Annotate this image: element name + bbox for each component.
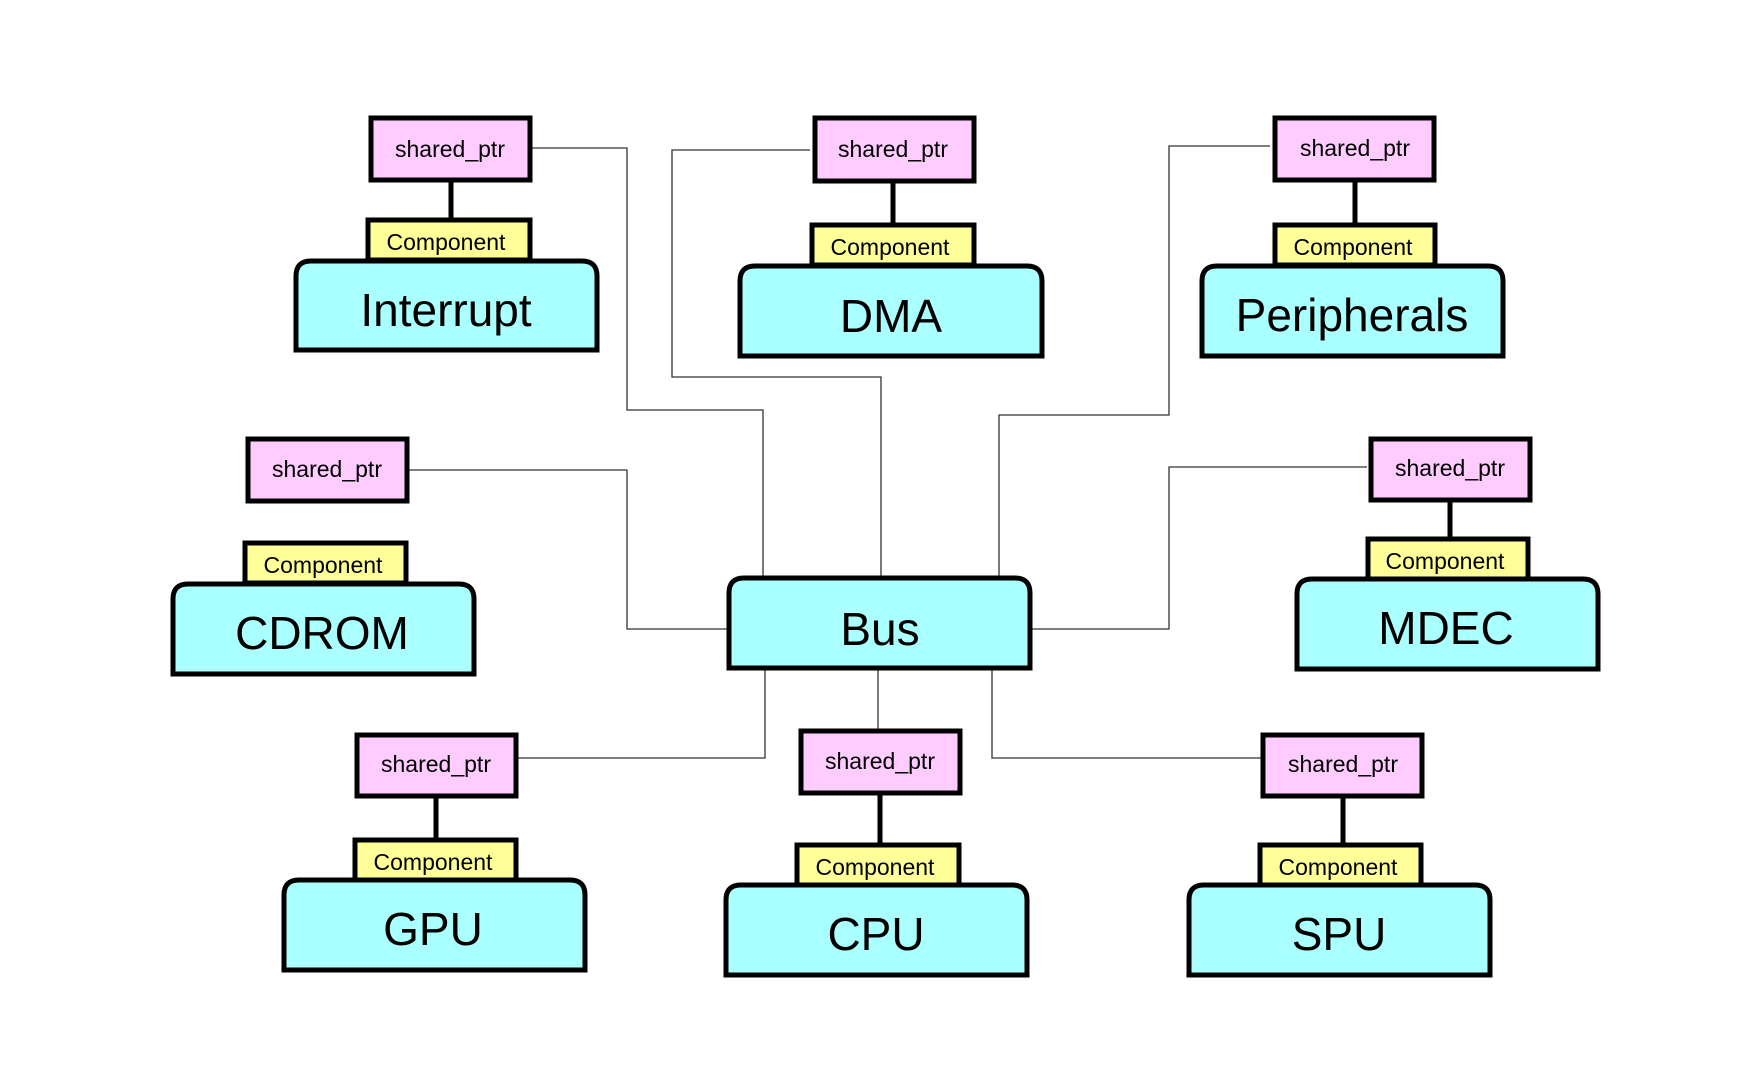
connector-peripherals [998, 145, 1270, 578]
component-label-cpu: Component [816, 854, 936, 880]
main-label-dma: DMA [840, 290, 943, 342]
shared-ptr-box-spu [1260, 732, 1425, 799]
connectors [407, 145, 1367, 759]
shared-ptr-box-mdec [1368, 436, 1533, 503]
component-label-gpu: Component [374, 849, 494, 875]
main-label-bus: Bus [840, 603, 919, 655]
node-spu: shared_ptr Component SPU [1186, 732, 1493, 978]
component-tab-dma [809, 222, 977, 268]
component-tab-mdec [1365, 536, 1531, 582]
component-tab-cpu [794, 842, 962, 888]
shared-ptr-box-interrupt [368, 115, 533, 183]
shared-ptr-box-cdrom [245, 436, 410, 504]
shared-ptr-label-cpu: shared_ptr [825, 748, 935, 774]
main-box-cdrom [170, 581, 477, 677]
main-label-spu: SPU [1292, 908, 1387, 960]
main-box-bus [726, 575, 1033, 671]
node-cdrom: shared_ptr Component CDROM [170, 436, 477, 677]
connector-interrupt [530, 147, 764, 578]
shared-ptr-box-cpu [798, 728, 963, 796]
connector-spu [991, 668, 1263, 759]
shared-ptr-label-interrupt: shared_ptr [395, 136, 505, 162]
main-box-spu [1186, 882, 1493, 978]
shared-ptr-label-dma: shared_ptr [838, 136, 948, 162]
shared-ptr-label-cdrom: shared_ptr [272, 456, 382, 482]
main-label-peripherals: Peripherals [1236, 289, 1469, 341]
main-label-mdec: MDEC [1378, 602, 1513, 654]
shared-ptr-box-gpu [354, 732, 519, 799]
component-label-cdrom: Component [264, 552, 384, 578]
shared-ptr-label-peripherals: shared_ptr [1300, 135, 1410, 161]
connector-dma [671, 149, 882, 578]
component-label-spu: Component [1279, 854, 1399, 880]
node-peripherals: shared_ptr Component Peripherals [1199, 115, 1506, 359]
component-label-peripherals: Component [1294, 234, 1414, 260]
shared-ptr-label-gpu: shared_ptr [381, 751, 491, 777]
main-label-interrupt: Interrupt [360, 284, 532, 336]
main-box-dma [737, 263, 1045, 359]
connector-gpu [516, 668, 766, 759]
node-mdec: shared_ptr Component MDEC [1294, 436, 1601, 672]
connector-cdrom [407, 469, 729, 630]
main-box-interrupt [293, 258, 600, 353]
component-tab-peripherals [1272, 222, 1438, 268]
main-label-gpu: GPU [383, 903, 483, 955]
main-box-cpu [723, 882, 1030, 978]
main-box-gpu [281, 877, 588, 973]
main-label-cpu: CPU [827, 908, 924, 960]
component-label-mdec: Component [1386, 548, 1506, 574]
main-box-peripherals [1199, 263, 1506, 359]
bus-hub: Bus [726, 575, 1033, 671]
node-interrupt: shared_ptr Component Interrupt [293, 115, 600, 353]
shared-ptr-label-mdec: shared_ptr [1395, 455, 1505, 481]
main-label-cdrom: CDROM [235, 607, 409, 659]
shared-ptr-box-dma [812, 115, 977, 184]
node-dma: shared_ptr Component DMA [737, 115, 1045, 359]
node-gpu: shared_ptr Component GPU [281, 732, 588, 973]
shared-ptr-label-spu: shared_ptr [1288, 751, 1398, 777]
shared-ptr-box-peripherals [1272, 115, 1437, 183]
component-tab-spu [1257, 842, 1424, 888]
connector-mdec [1030, 466, 1367, 630]
component-label-dma: Component [831, 234, 951, 260]
component-label-interrupt: Component [387, 229, 507, 255]
main-box-mdec [1294, 576, 1601, 672]
node-cpu: shared_ptr Component CPU [723, 728, 1030, 978]
